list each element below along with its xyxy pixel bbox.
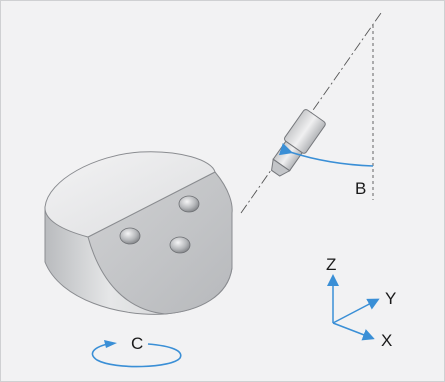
b-rotation-arrow	[278, 142, 374, 167]
tool-icon	[271, 109, 326, 177]
workpiece-icon	[44, 151, 233, 315]
y-axis-label: Y	[385, 289, 396, 308]
b-axis-label: B	[355, 179, 366, 198]
bolt-icon	[169, 236, 191, 254]
y-axis-arrow	[332, 298, 380, 324]
c-axis-label: C	[131, 334, 143, 353]
x-axis-label: X	[381, 331, 392, 350]
x-axis-arrow	[332, 322, 375, 341]
z-axis-label: Z	[326, 255, 336, 274]
bolt-icon	[178, 195, 200, 213]
axes-icon	[327, 274, 380, 341]
c-rotation-arrow	[91, 340, 182, 368]
bolt-icon	[119, 227, 141, 245]
